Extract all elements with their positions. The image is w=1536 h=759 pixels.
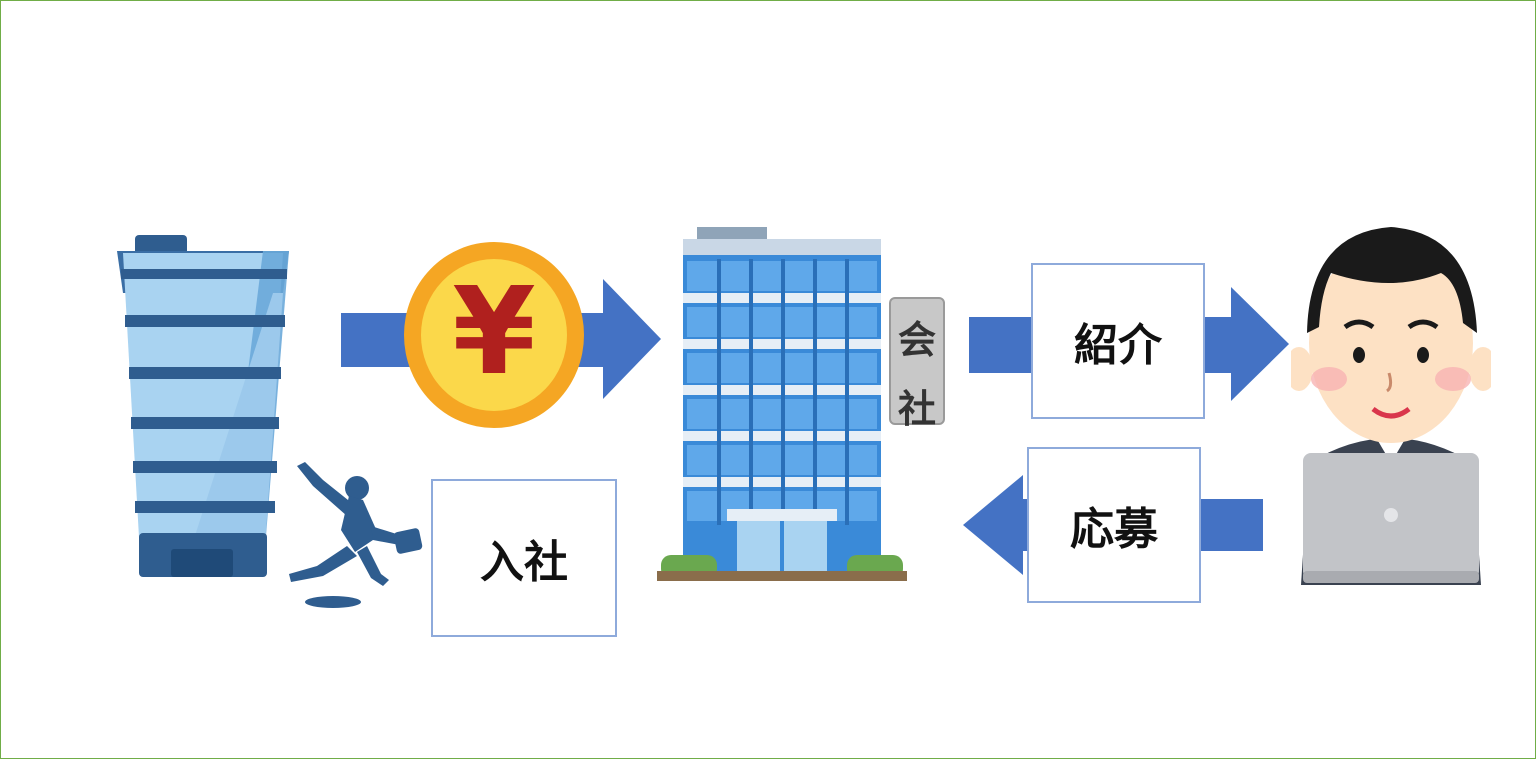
company-sign: 会 社 [889, 297, 945, 431]
introduce-label: 紹介 [1031, 263, 1205, 419]
yen-symbol: ¥ [452, 263, 536, 402]
yen-coin-icon: ¥ [403, 241, 585, 429]
apply-label: 応募 [1027, 447, 1201, 603]
office-building-icon [657, 227, 907, 581]
sign-char-2: 社 [897, 387, 936, 431]
jumping-worker-icon [289, 462, 423, 608]
join-label: 入社 [431, 479, 617, 637]
skyscraper-icon [117, 235, 289, 577]
businessman-laptop-icon [1291, 227, 1491, 585]
sign-char-1: 会 [897, 318, 936, 362]
